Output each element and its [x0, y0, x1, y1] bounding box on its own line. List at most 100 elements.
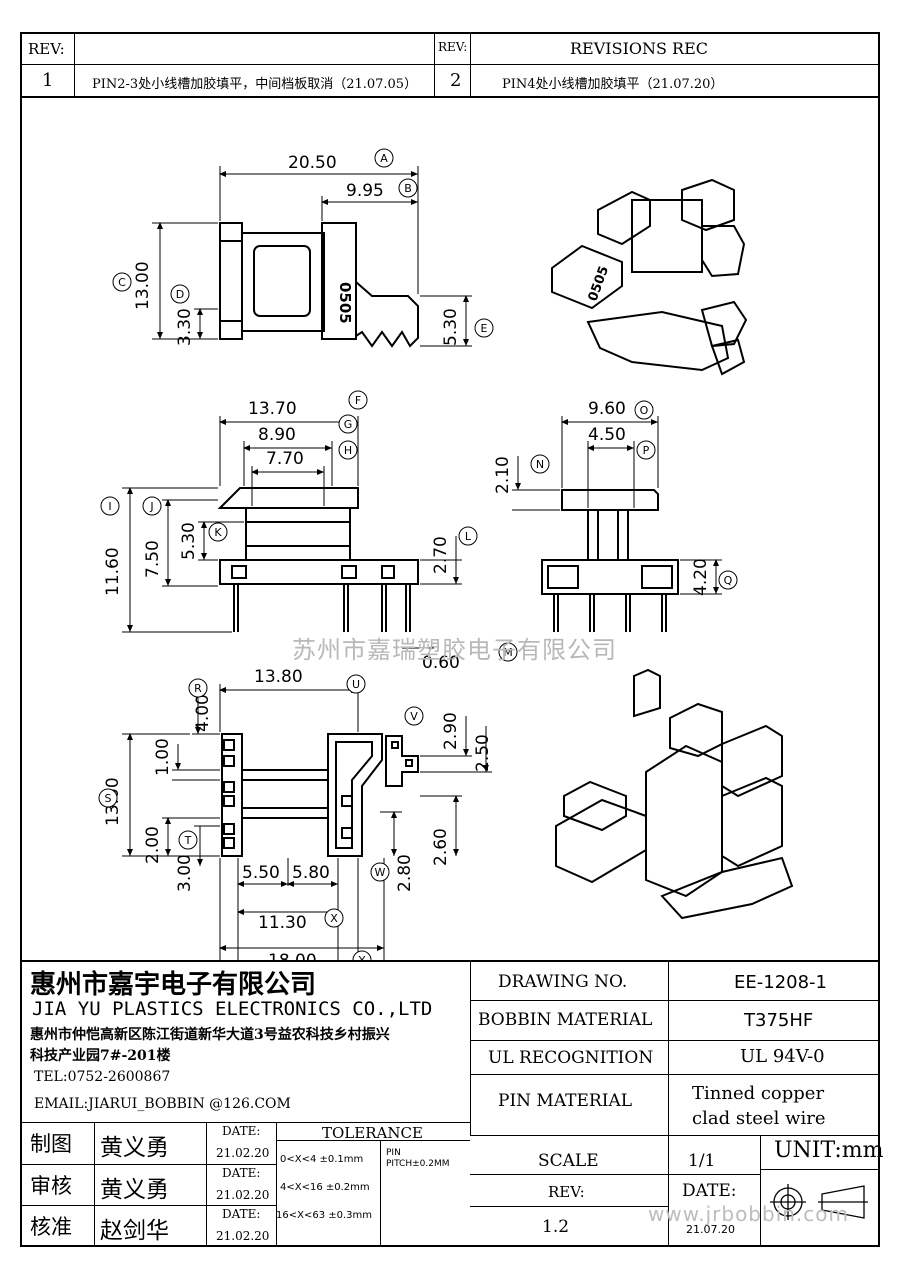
rev-bottom-border [22, 96, 878, 98]
dim-r: 4.00 [193, 694, 213, 732]
dim-r2: 1.00 [153, 738, 173, 776]
watermark: 苏州市嘉瑞塑胶电子有限公司 [292, 636, 617, 664]
dim-marker-label: Y [358, 954, 366, 962]
title-row-divider [470, 1000, 878, 1001]
rev-label: REV: [28, 40, 65, 58]
dim-x1: 5.50 [242, 863, 280, 883]
front-view [217, 487, 419, 632]
scale-row-divider [470, 1174, 760, 1175]
dim-marker-label: G [344, 418, 353, 431]
dim-m: 0.60 [422, 653, 460, 673]
dim-k: 5.30 [179, 522, 199, 560]
unit-label: UNIT:mm [774, 1138, 884, 1163]
pin-material-value: clad steel wire [692, 1108, 826, 1129]
rev-value: 1.2 [542, 1217, 570, 1237]
dim-marker-label: K [214, 526, 222, 539]
dim-marker-circle [338, 440, 358, 460]
dim-marker-circle [324, 908, 344, 928]
scale-col-divider [668, 1135, 669, 1247]
approval-name: 黄义勇 [100, 1177, 169, 1203]
dim-marker-label: O [640, 404, 649, 417]
scale-label: SCALE [538, 1151, 599, 1171]
dim-y: 18.00 [268, 951, 317, 962]
dim-t2: 3.00 [175, 854, 195, 892]
dim-marker-circle [170, 284, 190, 304]
dim-w2: 2.60 [431, 828, 451, 866]
dim-q: 4.20 [691, 558, 711, 596]
approval-role: 审核 [30, 1174, 72, 1198]
rev-col-divider [434, 34, 435, 96]
part-mark: 0505 [336, 282, 354, 324]
dim-marker-label: D [176, 288, 184, 301]
rev-label: REV: [438, 40, 468, 54]
dim-marker-label: W [375, 866, 386, 879]
dim-marker-circle [178, 830, 198, 850]
rev-col-divider [470, 34, 471, 96]
isometric-view-bottom [555, 668, 794, 920]
dim-marker-circle [338, 414, 358, 434]
dim-marker-label: C [118, 276, 126, 289]
company-address: 惠州市仲恺高新区陈江街道新华大道3号益农科技乡村振兴 [30, 1027, 390, 1043]
company-email: EMAIL:JIARUI_BOBBIN @126.COM [34, 1096, 291, 1112]
technical-drawing: 0505 0505 20.50 9.95 13.00 3.30 5.30 13.… [98, 148, 794, 962]
approval-col-divider [276, 1122, 277, 1247]
drawing-sheet: REV: REV: REVISIONS REC 1 PIN2-3处小线槽加胶填平… [20, 32, 884, 1247]
date-value: 21.07.20 [686, 1223, 735, 1236]
approval-row-divider [22, 1205, 276, 1206]
scale-value: 1/1 [688, 1151, 716, 1171]
dim-marker-circle [348, 390, 368, 410]
side-view [541, 489, 679, 632]
rev-number: 1 [42, 70, 54, 91]
pin-pitch-value: PITCH±0.2MM [386, 1159, 450, 1169]
bobbin-material-value: T375HF [744, 1010, 814, 1031]
title-col-divider [668, 960, 669, 1135]
dim-marker-circle [636, 440, 656, 460]
dim-marker-circle [458, 526, 478, 546]
dim-marker-circle [634, 400, 654, 420]
dim-e: 5.30 [441, 308, 461, 346]
rev-number: 2 [450, 70, 462, 91]
dim-marker-label: J [149, 500, 153, 513]
tolerance-row: 4<X<16 ±0.2mm [280, 1182, 370, 1193]
approval-date: 21.02.20 [216, 1229, 270, 1243]
title-row-divider [470, 1040, 878, 1041]
dim-marker-circle [474, 318, 494, 338]
date-label: DATE: [682, 1181, 737, 1201]
dim-marker-label: R [194, 682, 202, 695]
dim-l: 2.70 [431, 536, 451, 574]
tolerance-row: 0<X<4 ±0.1mm [280, 1154, 364, 1165]
dim-a: 20.50 [288, 153, 337, 173]
rev-row-divider [22, 64, 878, 65]
dim-i: 11.60 [103, 547, 123, 596]
top-view [219, 222, 419, 348]
approval-date-label: DATE: [222, 1207, 261, 1221]
dim-x2: 5.80 [292, 863, 330, 883]
dim-marker-circle [208, 522, 228, 542]
revisions-title: REVISIONS REC [570, 39, 709, 58]
drawing-no-label: DRAWING NO. [498, 972, 628, 992]
dim-marker-label: N [536, 458, 544, 471]
approval-date: 21.02.20 [216, 1146, 270, 1160]
dim-d: 3.30 [175, 308, 195, 346]
pin-pitch-label: PIN [386, 1148, 401, 1158]
dim-marker-circle [530, 454, 550, 474]
unit-row-divider [760, 1169, 878, 1170]
approval-date-label: DATE: [222, 1166, 261, 1180]
projection-symbol-icon [770, 1184, 868, 1220]
ul-recognition-label: UL RECOGNITION [488, 1048, 654, 1068]
dim-o: 9.60 [588, 399, 626, 419]
dim-marker-label: E [481, 322, 488, 335]
website-watermark: www.jrbobbin.com [648, 1202, 849, 1226]
title-row-divider [470, 1074, 878, 1075]
dim-marker-circle [346, 674, 366, 694]
dim-marker-circle [718, 570, 738, 590]
company-address: 科技产业园7#-201楼 [30, 1048, 171, 1064]
company-name-cn: 惠州市嘉宇电子有限公司 [30, 970, 317, 1000]
dim-marker-label: X [330, 912, 338, 925]
dim-marker-label: L [465, 530, 472, 543]
rev-description: PIN2-3处小线槽加胶填平，中间档板取消（21.07.05） [92, 77, 418, 92]
ul-recognition-value: UL 94V-0 [740, 1046, 825, 1067]
dim-marker-label: M [503, 646, 513, 659]
tolerance-title: TOLERANCE [322, 1124, 423, 1142]
bottom-view [221, 733, 419, 857]
